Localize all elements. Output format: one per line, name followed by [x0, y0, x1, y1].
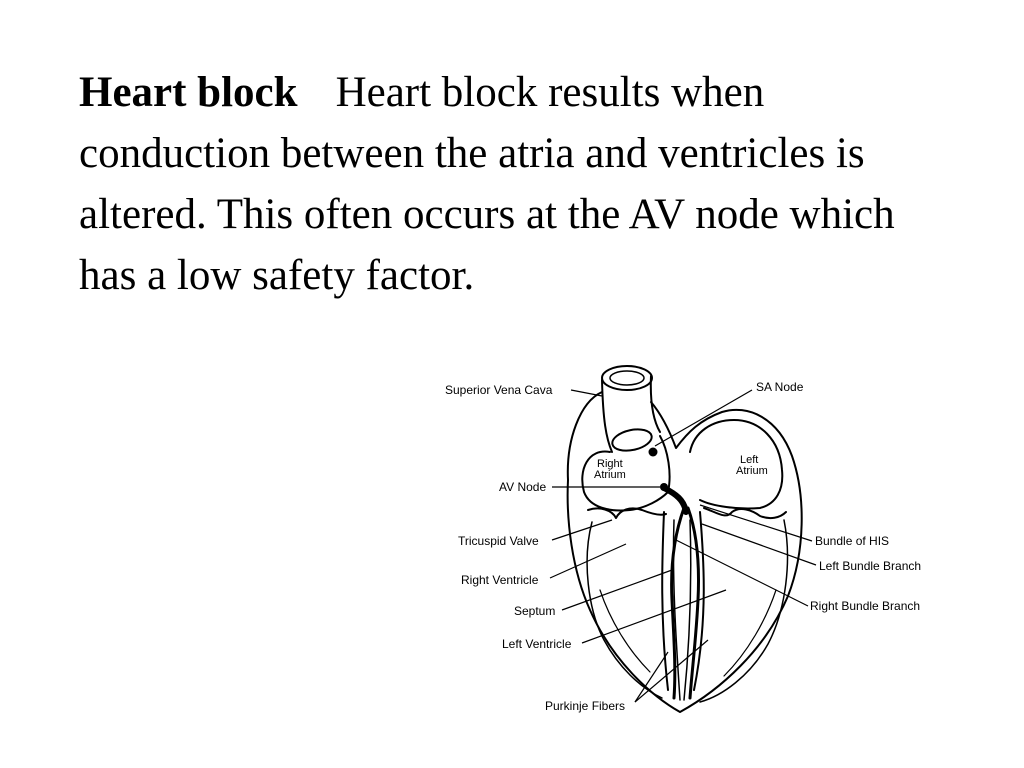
heart-outline — [566, 391, 803, 713]
right-atrium-wall — [581, 435, 671, 512]
label-right-bundle-branch: Right Bundle Branch — [810, 599, 920, 613]
mitral-valve — [703, 507, 787, 520]
label-bundle-of-his: Bundle of HIS — [815, 534, 889, 548]
label-left-atrium-1: Left — [740, 454, 758, 466]
label-left-bundle-branch: Left Bundle Branch — [819, 559, 921, 573]
label-septum: Septum — [514, 604, 555, 618]
right-atrium-opening — [611, 428, 653, 452]
label-purkinje-fibers: Purkinje Fibers — [545, 699, 625, 713]
vena-cava-opening — [601, 365, 653, 391]
label-left-ventricle: Left Ventricle — [502, 637, 572, 651]
right-bundle — [670, 506, 686, 700]
label-av-node: AV Node — [499, 480, 546, 494]
label-left-atrium-2: Atrium — [736, 465, 768, 477]
label-sa-node: SA Node — [756, 380, 804, 394]
right-ventricle-wall — [586, 521, 663, 699]
left-ventricle-wall — [699, 519, 789, 703]
slide-term: Heart block — [79, 69, 298, 116]
slide-description: Heart block results when conduction betw… — [79, 69, 895, 299]
label-right-atrium-2: Atrium — [594, 469, 626, 481]
label-right-atrium-1: Right — [597, 458, 623, 470]
label-tricuspid-valve: Tricuspid Valve — [458, 534, 539, 548]
tricuspid-valve — [587, 507, 667, 519]
sa-node-dot — [648, 447, 658, 457]
label-superior-vena-cava: Superior Vena Cava — [445, 383, 553, 397]
av-node-dot — [660, 483, 668, 491]
label-right-ventricle: Right Ventricle — [461, 573, 539, 587]
septum — [661, 511, 705, 691]
